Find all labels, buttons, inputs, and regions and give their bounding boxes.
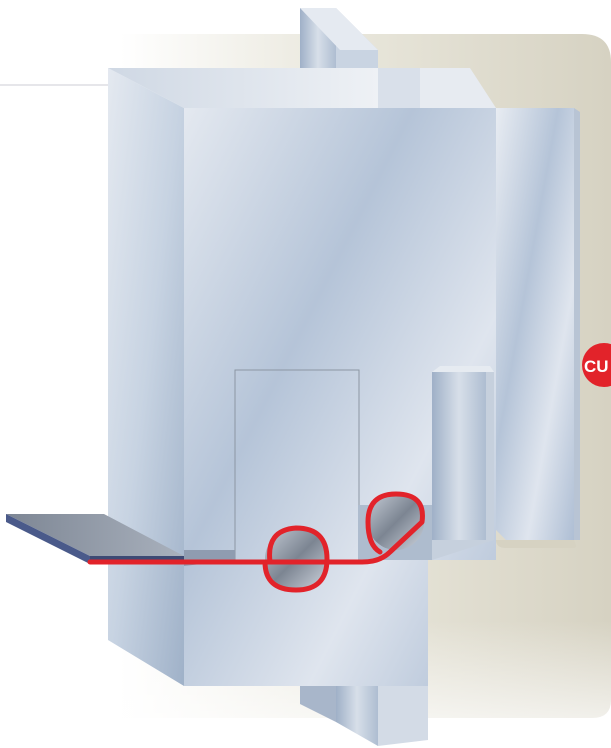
- die-block-side: [108, 68, 184, 686]
- right-arm: [496, 108, 574, 540]
- cu-badge-label: CU: [584, 357, 609, 376]
- right-arm-edge: [574, 108, 580, 540]
- right-arm-cutout: [496, 540, 576, 548]
- stripper-post-top: [432, 366, 494, 372]
- rule-line: [0, 84, 112, 86]
- bottom-post-front: [378, 676, 428, 746]
- top-notch: [378, 68, 420, 108]
- stripper-post-face: [432, 372, 486, 540]
- bottom-post-side: [336, 676, 378, 746]
